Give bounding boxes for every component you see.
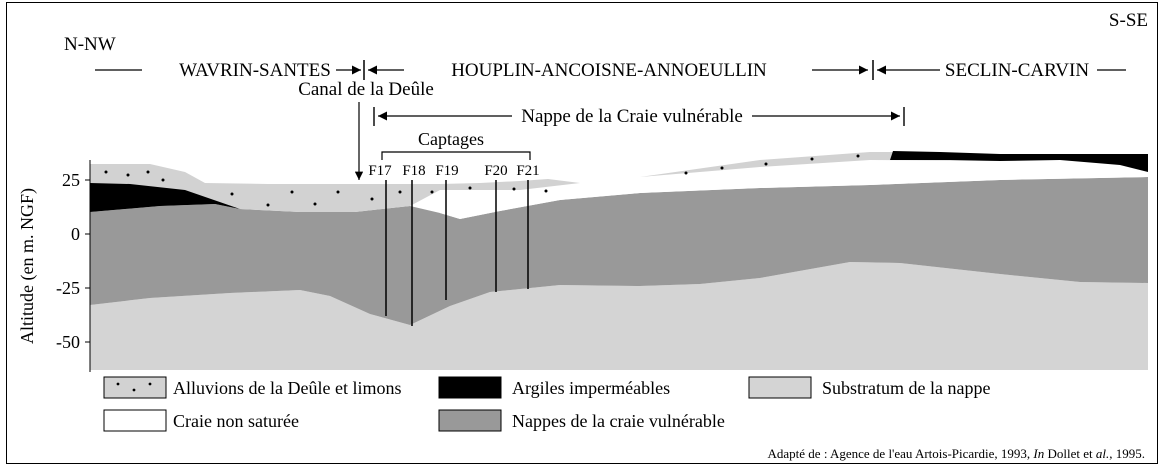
legend-swatch-nappes (438, 409, 502, 432)
well-label-f20: F20 (484, 163, 507, 179)
captages-label: Captages (418, 129, 484, 149)
wells: F17 F18 F19 F20 F21 (368, 163, 540, 326)
nappe-header: Nappe de la Craie vulnérable (373, 106, 905, 127)
zone-seclin: SECLIN-CARVIN (945, 60, 1089, 81)
legend-label-substratum: Substratum de la nappe (822, 378, 990, 398)
legend-label-craie-non-saturee: Craie non saturée (173, 411, 299, 431)
layer-argiles-right (890, 151, 1148, 172)
legend-item-alluvions: Alluvions de la Deûle et limons (103, 376, 401, 399)
source-citation: Adapté de : Agence de l'eau Artois-Picar… (768, 446, 1145, 461)
captages-bracket (381, 151, 531, 160)
y-tick-0: 0 (71, 224, 80, 244)
figure-frame (6, 2, 1158, 464)
legend-item-nappes: Nappes de la craie vulnérable (438, 409, 725, 432)
well-label-f19: F19 (435, 163, 458, 179)
y-axis: 25 0 -25 -50 Altitude (en m. NGF) (17, 160, 91, 372)
source-prefix: Adapté de : Agence de l'eau Artois-Picar… (768, 446, 1034, 461)
legend-swatch-craie-non-saturee (103, 409, 167, 432)
legend-swatch-alluvions (103, 376, 167, 399)
legend-item-craie-non-saturee: Craie non saturée (103, 409, 299, 432)
legend-item-substratum: Substratum de la nappe (748, 376, 990, 399)
legend-swatch-substratum (748, 376, 812, 399)
alluvions-dots (104, 154, 860, 207)
layer-argiles-left (90, 183, 240, 212)
y-tick-minus25: -25 (56, 278, 80, 298)
zone-wavrin: WAVRIN-SANTES (179, 60, 331, 81)
well-label-f17: F17 (368, 163, 392, 179)
legend-swatch-argiles (438, 376, 502, 399)
zone-header: WAVRIN-SANTES HOUPLIN-ANCOISNE-ANNOEULLI… (95, 60, 1126, 81)
north-label: N-NW (64, 34, 116, 55)
geological-section (90, 151, 1148, 370)
source-middle: Dollet et (1044, 446, 1096, 461)
legend-item-argiles: Argiles imperméables (438, 376, 670, 399)
legend-label-alluvions: Alluvions de la Deûle et limons (173, 378, 401, 398)
canal-label: Canal de la Deûle (298, 79, 434, 100)
y-axis-label: Altitude (en m. NGF) (17, 188, 38, 344)
well-label-f21: F21 (516, 163, 539, 179)
zone-houplin: HOUPLIN-ANCOISNE-ANNOEULLIN (451, 60, 767, 81)
legend-label-nappes: Nappes de la craie vulnérable (512, 411, 725, 431)
source-in: In (1032, 446, 1044, 461)
layer-substratum (90, 262, 1148, 370)
source-suffix: , 1995. (1109, 446, 1145, 461)
nappe-label: Nappe de la Craie vulnérable (521, 106, 743, 127)
layer-craie-non-saturee (440, 160, 1148, 219)
layer-nappe (90, 177, 1148, 325)
well-label-f18: F18 (402, 163, 425, 179)
south-label: S-SE (1109, 10, 1148, 31)
legend-label-argiles: Argiles imperméables (512, 378, 670, 398)
y-tick-minus50: -50 (56, 332, 80, 352)
y-tick-25: 25 (62, 170, 80, 190)
source-al: al. (1096, 446, 1109, 461)
legend: Alluvions de la Deûle et limons Argiles … (103, 376, 990, 432)
